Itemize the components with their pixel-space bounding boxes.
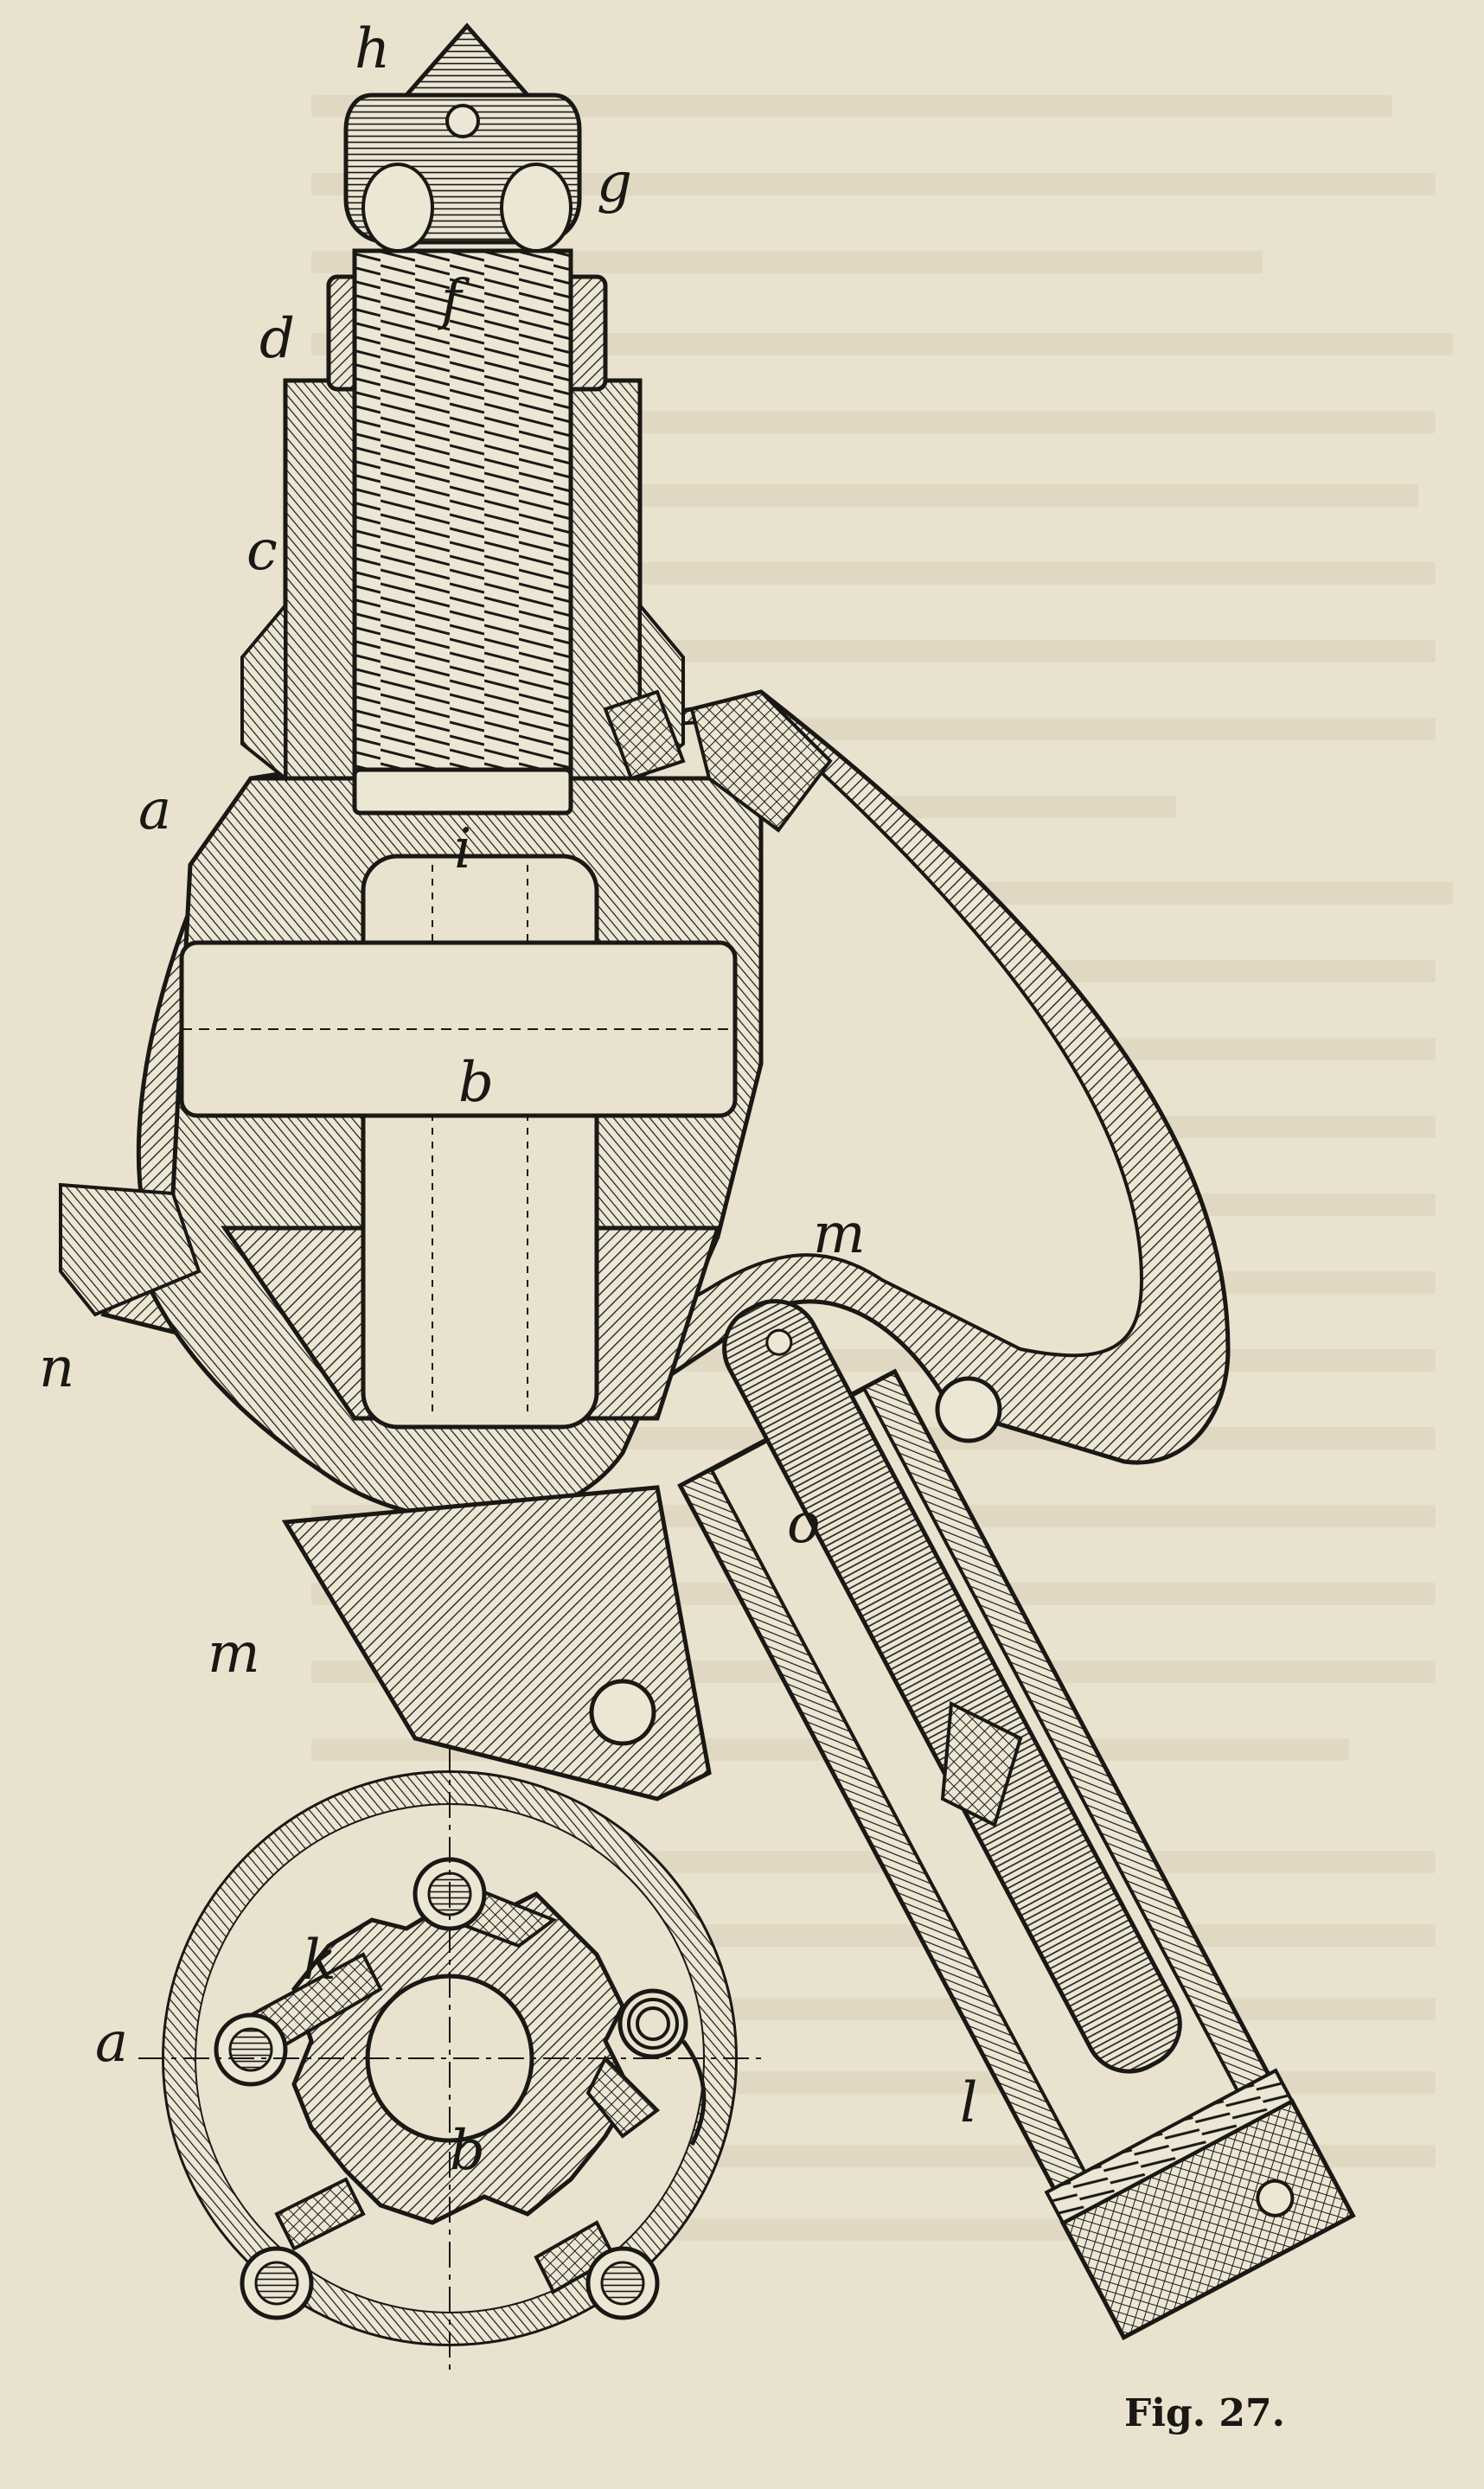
spring-coil [617,1988,707,2147]
label-i: i [454,817,472,881]
label-l: l [960,2071,978,2135]
cross-section-view [138,1747,761,2370]
label-n: n [39,1336,75,1400]
label-o: o [787,1492,821,1556]
pawl-k-3 [585,2055,661,2139]
label-b-bottom: b [450,2119,485,2183]
plug-i [352,767,573,816]
screw-f [352,248,573,790]
label-c: c [246,519,278,583]
rod-o [722,1299,1182,2074]
label-g: g [597,151,632,215]
label-b-top: b [458,1051,494,1115]
label-m-right: m [813,1202,866,1266]
label-a-top: a [138,778,172,842]
tip-h [401,22,533,98]
arm-top-block [689,689,833,833]
figure-caption: Fig. 27. [1124,2391,1285,2435]
arm-lower [281,1485,712,1801]
pawl-k-4 [274,2177,366,2251]
label-k: k [303,1929,336,1993]
arm-hole-right [935,1376,1002,1443]
label-a-bottom: a [95,2011,129,2075]
label-m-bottom: m [208,1622,260,1686]
label-d: d [259,307,295,371]
label-f: f [441,268,462,332]
label-h: h [355,17,391,81]
wedge-n [59,1182,201,1317]
